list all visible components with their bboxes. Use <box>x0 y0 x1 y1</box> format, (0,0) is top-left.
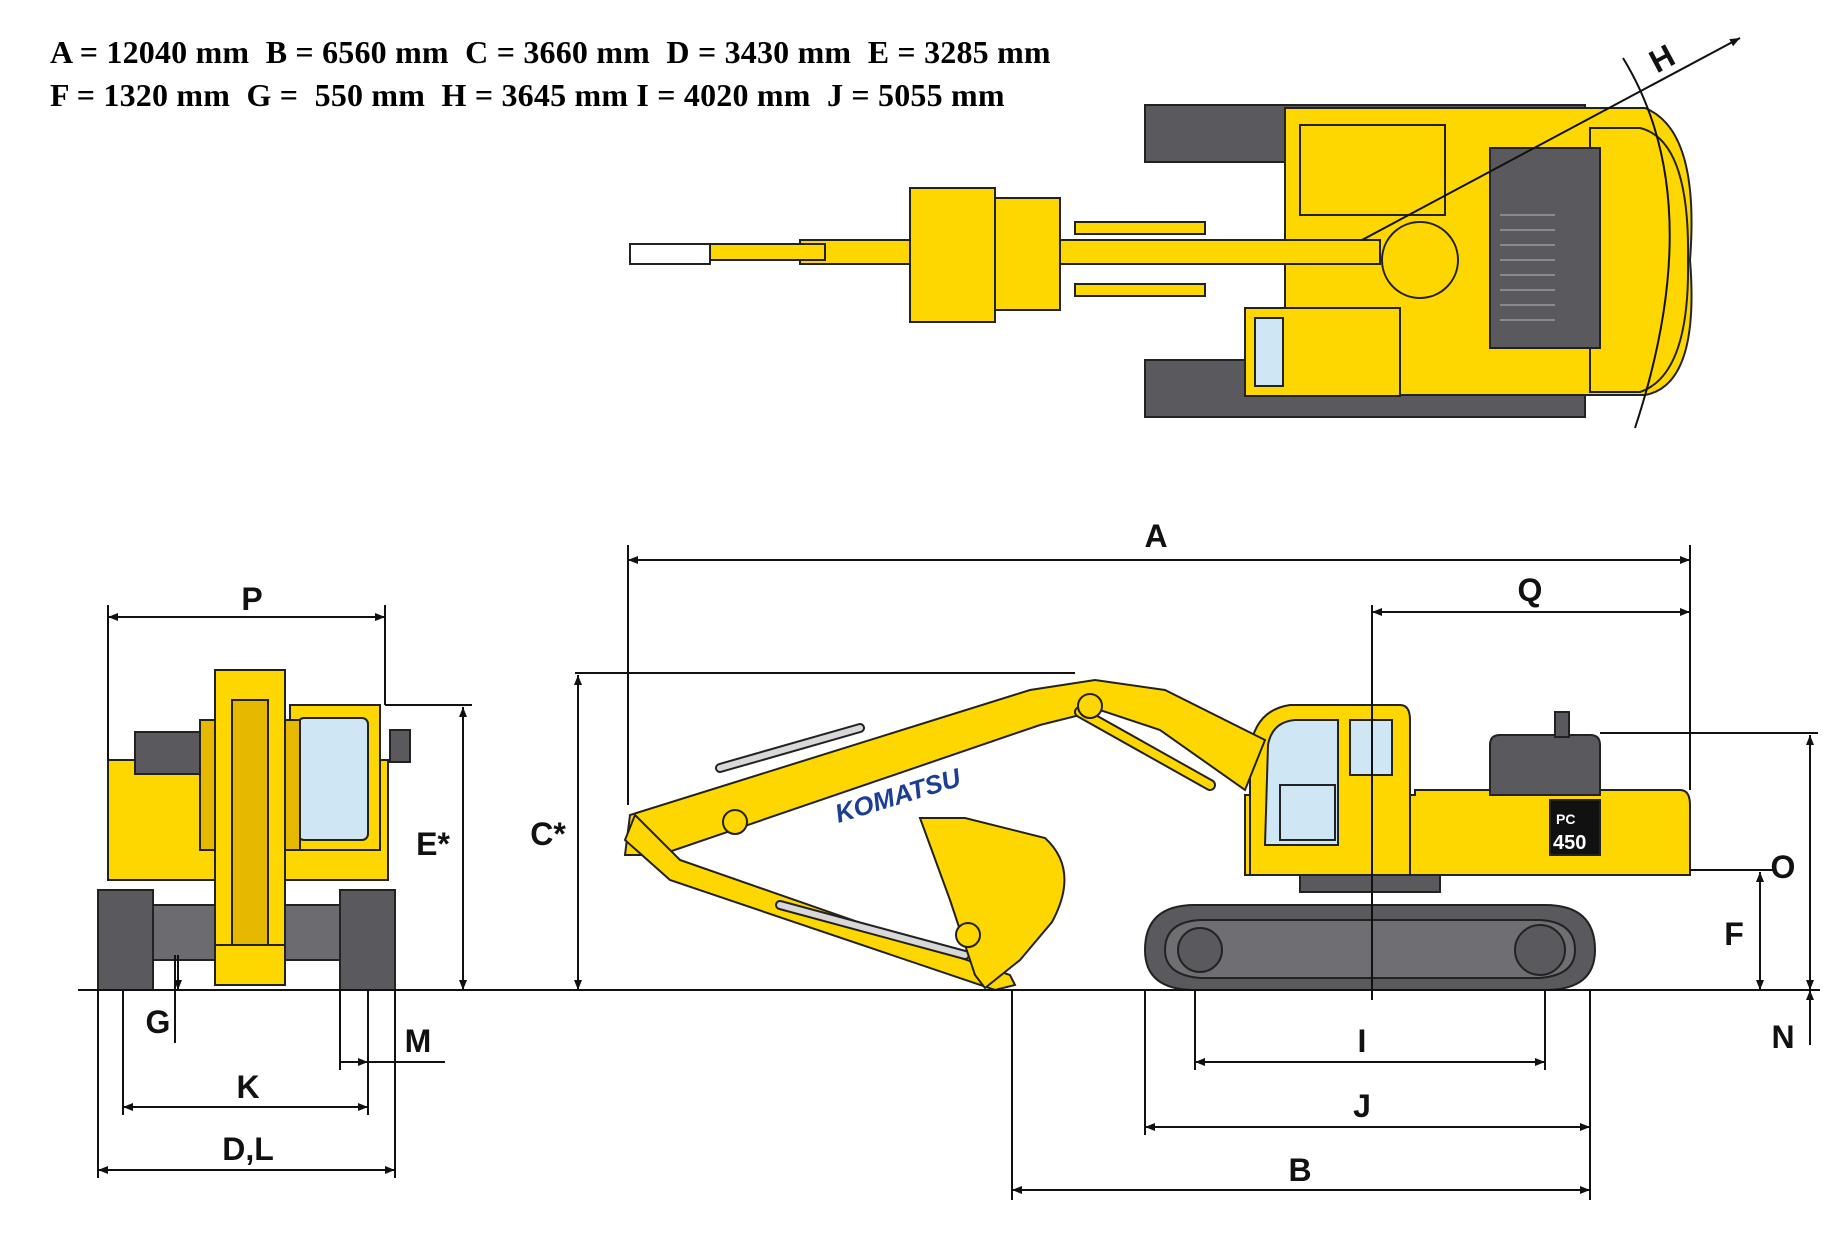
side-sprocket <box>1514 924 1566 976</box>
label-P: P <box>241 581 262 617</box>
label-B: B <box>1288 1152 1311 1188</box>
label-C: C* <box>530 816 566 852</box>
side-engine-hood <box>1489 734 1601 796</box>
side-exhaust <box>1554 711 1570 738</box>
front-track-right <box>339 889 396 991</box>
label-A: A <box>1144 518 1167 554</box>
top-swing-circle <box>1381 221 1459 299</box>
label-E: E* <box>416 826 450 862</box>
model-badge-number: 450 <box>1553 832 1586 854</box>
side-cab-door-window <box>1279 784 1336 841</box>
front-boom-cyl-left <box>199 719 216 851</box>
side-bucket <box>918 817 1066 990</box>
front-cab-window <box>297 717 369 841</box>
top-bucket <box>909 187 996 323</box>
front-bucket <box>214 944 286 986</box>
label-Q: Q <box>1518 572 1543 608</box>
top-toolbox <box>1299 124 1446 216</box>
dimension-labels: A Q P C* E* O F N G M I J B K D,L <box>146 518 1796 1188</box>
top-counterweight <box>1589 127 1690 393</box>
model-badge-top: PC <box>1556 811 1575 827</box>
model-badge <box>1549 799 1601 856</box>
label-O: O <box>1771 849 1796 885</box>
side-track-frame <box>1163 919 1577 979</box>
label-F: F <box>1724 916 1744 952</box>
label-DL: D,L <box>222 1131 274 1167</box>
top-bucket-link <box>994 197 1061 311</box>
side-idler <box>1177 927 1223 973</box>
label-I: I <box>1358 1023 1367 1059</box>
top-boom <box>799 239 1381 265</box>
spec-line-1: A = 12040 mm B = 6560 mm C = 3660 mm D =… <box>50 34 1051 70</box>
top-view <box>629 104 1693 418</box>
front-track-left <box>97 889 154 991</box>
label-M: M <box>405 1023 432 1059</box>
top-boom-cyl-lower <box>1074 283 1206 297</box>
front-view <box>97 669 411 991</box>
label-G: G <box>146 1004 171 1040</box>
top-cab-window <box>1254 317 1284 387</box>
top-arm-tip <box>629 243 711 265</box>
top-boom-cyl-upper <box>1074 221 1206 235</box>
label-K: K <box>236 1069 259 1105</box>
label-J: J <box>1353 1088 1371 1124</box>
spec-line-2: F = 1320 mm G = 550 mm H = 3645 mm I = 4… <box>50 77 1005 113</box>
label-N: N <box>1771 1019 1794 1055</box>
dimension-H <box>1361 37 1741 429</box>
side-view <box>623 678 1691 992</box>
dimension-lines <box>97 545 1818 1200</box>
top-engine-grille <box>1500 214 1555 321</box>
dimension-arrows <box>98 556 1814 1194</box>
front-boom-cyl-right <box>284 719 301 851</box>
top-engine-hood <box>1489 147 1601 349</box>
front-arm <box>231 699 269 986</box>
front-mirror <box>389 729 411 763</box>
